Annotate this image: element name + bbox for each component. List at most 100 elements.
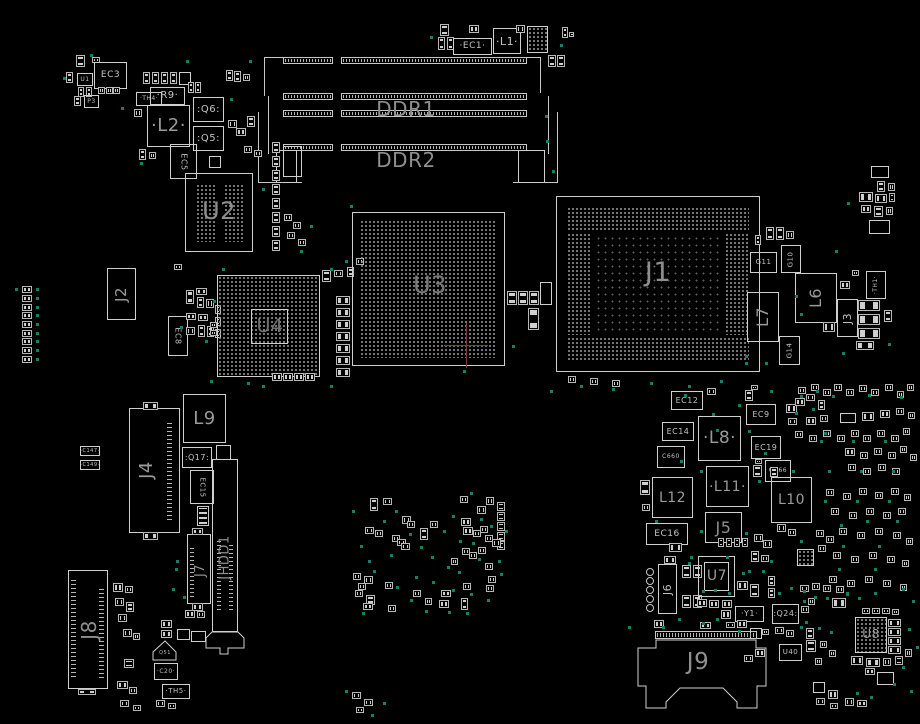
l10[interactable]: L10 [771, 477, 812, 523]
th1[interactable]: ·TH1· [866, 271, 886, 299]
small-component [875, 194, 887, 203]
j3[interactable]: J3 [837, 299, 858, 337]
ec15[interactable]: EC15 [190, 470, 214, 504]
small-component [806, 394, 815, 401]
c20[interactable]: ·C20· [154, 663, 178, 680]
q5[interactable]: :Q5: [193, 126, 224, 151]
u3[interactable] [352, 212, 505, 366]
outline-line [527, 57, 541, 58]
small-component [820, 641, 827, 648]
small-component [516, 25, 525, 33]
small-component [195, 82, 201, 93]
test-point [395, 510, 398, 513]
test-point [512, 345, 515, 348]
small-component [197, 611, 205, 618]
small-component [826, 489, 834, 496]
l1[interactable]: ·L1· [493, 28, 521, 54]
jhdd1-foot-outline [205, 631, 245, 655]
g14-label: G14 [785, 342, 793, 359]
q6[interactable]: :Q6: [193, 97, 224, 122]
small-component [133, 633, 140, 640]
c149[interactable]: ·C149· [80, 460, 100, 470]
pad-grid [595, 235, 721, 333]
j6[interactable]: J6 [658, 564, 677, 614]
ec12[interactable]: EC12 [671, 391, 703, 410]
qfn[interactable] [797, 549, 814, 566]
small-component [364, 576, 373, 584]
l11[interactable]: ·L11· [706, 466, 749, 507]
ic[interactable] [527, 26, 548, 53]
test-point [688, 385, 691, 388]
j4-label-label: J4 [135, 461, 157, 479]
j1[interactable] [556, 196, 760, 372]
test-point [371, 714, 374, 717]
l7[interactable]: L7 [747, 292, 779, 342]
stripe-part [197, 506, 209, 526]
q24[interactable]: :Q24: [772, 604, 799, 624]
test-point [545, 115, 548, 118]
u1[interactable]: U1 [77, 73, 93, 86]
l2[interactable]: ·L2· [147, 105, 190, 147]
small-component [776, 227, 784, 240]
l12[interactable]: L12 [652, 477, 693, 518]
test-point [36, 314, 39, 317]
ec8[interactable]: EC8 [168, 316, 188, 356]
small-component [430, 521, 438, 528]
test-point [770, 390, 773, 393]
l1-label: ·L1· [495, 34, 519, 48]
small-component [823, 430, 831, 437]
c147[interactable]: ·C147· [80, 446, 100, 456]
test-point [812, 408, 815, 411]
small-component [859, 192, 873, 202]
ec1[interactable]: ·EC1· [453, 38, 492, 55]
small-component [170, 72, 177, 84]
y1[interactable]: ·Y1· [735, 606, 764, 622]
j2[interactable]: J2 [107, 268, 136, 320]
small-component [469, 552, 477, 559]
component-outline [540, 282, 552, 305]
test-point [765, 362, 768, 365]
small-component [477, 506, 486, 514]
c660[interactable]: C660 [657, 446, 685, 468]
ddr2-label-label: DDR2 [376, 147, 436, 172]
test-point [36, 349, 39, 352]
test-point [140, 162, 143, 165]
jhdd1-pins [229, 545, 233, 610]
th5[interactable]: ·TH5· [162, 684, 190, 699]
u4[interactable] [217, 275, 320, 377]
test-point [716, 429, 719, 432]
small-component [726, 622, 735, 628]
small-component [486, 585, 494, 592]
u7[interactable] [698, 556, 735, 597]
small-component [568, 376, 576, 383]
test-point [820, 440, 823, 443]
small-component [858, 314, 880, 325]
u2[interactable] [185, 173, 253, 252]
l8[interactable]: ·L8· [698, 416, 741, 461]
u8[interactable] [855, 617, 887, 653]
small-component [463, 583, 471, 590]
g11[interactable]: G11 [750, 252, 777, 273]
ec16[interactable]: EC16 [646, 523, 688, 545]
ec19[interactable]: EC19 [751, 436, 781, 459]
small-component [806, 628, 814, 639]
l9[interactable]: L9 [183, 394, 226, 443]
r9[interactable]: ·R9· [150, 87, 185, 105]
u40[interactable]: U40 [779, 644, 802, 661]
ec9[interactable]: EC9 [746, 404, 776, 425]
test-point [712, 413, 715, 416]
ec3[interactable]: EC3 [94, 62, 127, 89]
small-component [860, 452, 868, 459]
ec5[interactable]: EC5 [170, 144, 197, 179]
test-point [896, 520, 899, 523]
ec14[interactable]: EC14 [662, 422, 694, 441]
small-component [857, 532, 865, 539]
g14[interactable]: G14 [779, 336, 800, 365]
g10[interactable]: G10 [781, 245, 801, 273]
l6[interactable]: L6 [795, 273, 837, 323]
test-point [888, 500, 891, 503]
small-component [488, 576, 496, 583]
q17[interactable]: :Q17: [182, 447, 212, 468]
small-component [120, 700, 129, 707]
p3[interactable]: P3 [84, 95, 99, 108]
